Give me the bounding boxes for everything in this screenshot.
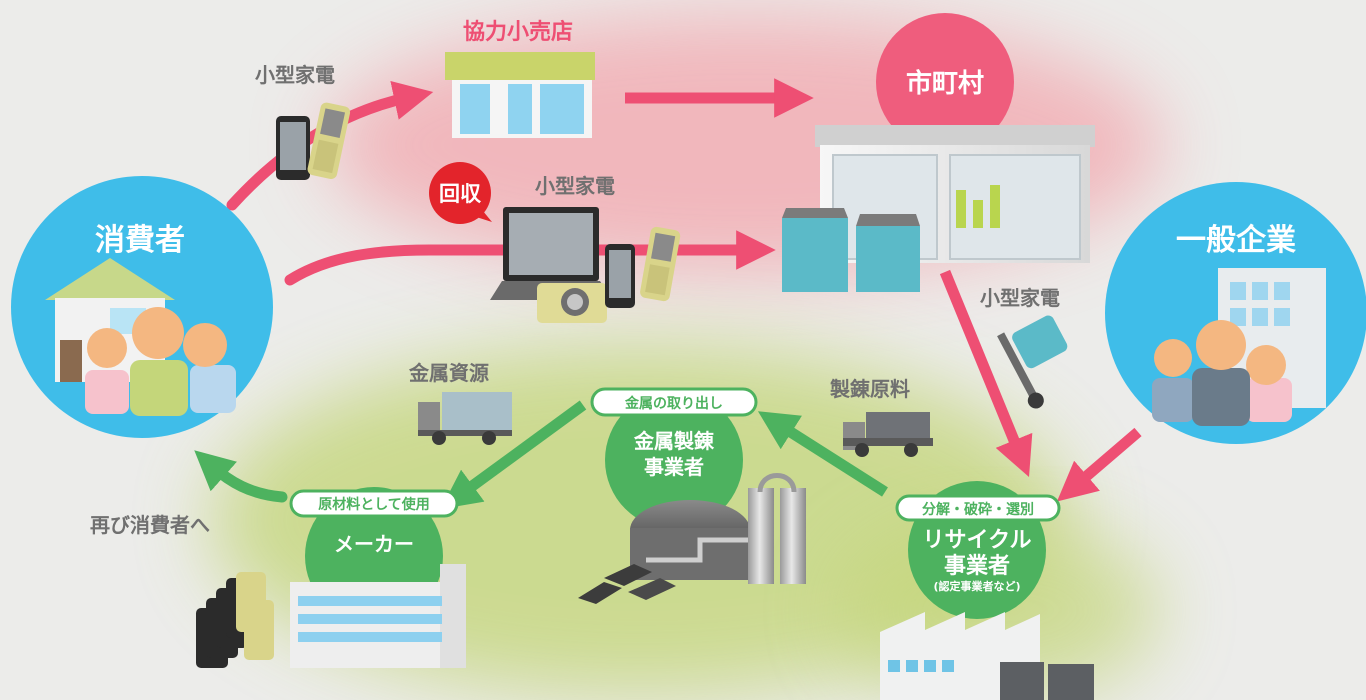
arrow-icon [226, 80, 434, 211]
svg-text:金属製錬: 金属製錬 [633, 429, 715, 453]
svg-text:事業者: 事業者 [944, 553, 1010, 579]
raw-material-use-tag: 原材料として使用 [318, 496, 430, 513]
truck-icon [843, 412, 933, 457]
arrow-icon [194, 450, 288, 503]
company-node: 一般企業 [1105, 182, 1366, 444]
businesspeople-icon [1152, 320, 1292, 426]
svg-text:事業者: 事業者 [644, 455, 704, 479]
arrow-icon [440, 400, 587, 510]
small-appliance-label-3: 小型家電 [980, 286, 1060, 310]
smelting-raw-label: 製錬原料 [830, 377, 910, 401]
feature-phone-icon [307, 102, 351, 179]
recycler-node: 分解・破砕・選別 リサイクル 事業者 (認定事業者など) [895, 481, 1061, 619]
svg-text:リサイクル: リサイクル [923, 528, 1032, 553]
consumer-label: 消費者 [95, 223, 185, 258]
truck-icon [418, 392, 512, 445]
arrow-icon [939, 269, 1033, 477]
svg-text:(認定事業者など): (認定事業者など) [933, 579, 1020, 593]
svg-text:回収: 回収 [439, 182, 482, 206]
svg-text:市町村: 市町村 [906, 68, 984, 99]
maker-factory-icon [290, 564, 466, 668]
collection-badge: 回収 [429, 162, 492, 224]
shop-icon [445, 52, 595, 138]
retailer-label: 協力小売店 [463, 19, 573, 45]
collection-box-icon [782, 208, 920, 292]
small-appliance-label-2: 小型家電 [535, 174, 615, 198]
metal-extraction-tag: 金属の取り出し [624, 395, 723, 412]
flow-arrows [194, 78, 1142, 510]
phone-stack-icon [196, 572, 274, 668]
recycle-factory-icon [880, 612, 1094, 700]
smelter-plant-icon [578, 473, 806, 604]
arrow-icon [757, 411, 888, 497]
hand-truck-icon [997, 315, 1068, 409]
back-to-consumers-label: 再び消費者へ [90, 513, 210, 537]
svg-text:メーカー: メーカー [334, 532, 414, 556]
feature-phone-icon [640, 226, 681, 302]
phone-icon [605, 244, 635, 308]
small-appliance-label-1: 小型家電 [255, 63, 335, 87]
phone-icon [276, 116, 310, 180]
consumer-node: 消費者 [11, 176, 273, 438]
smelter-node: 金属の取り出し 金属製錬 事業者 [590, 387, 758, 529]
family-icon [85, 307, 236, 416]
arrow-icon [284, 230, 776, 286]
arrow-icon [1056, 427, 1142, 502]
municipality-node: 市町村 [876, 13, 1014, 151]
metal-resources-label: 金属資源 [408, 361, 489, 385]
svg-text:一般企業: 一般企業 [1176, 223, 1296, 258]
camera-icon [537, 283, 607, 323]
sort-crush-tag: 分解・破砕・選別 [922, 501, 1034, 518]
